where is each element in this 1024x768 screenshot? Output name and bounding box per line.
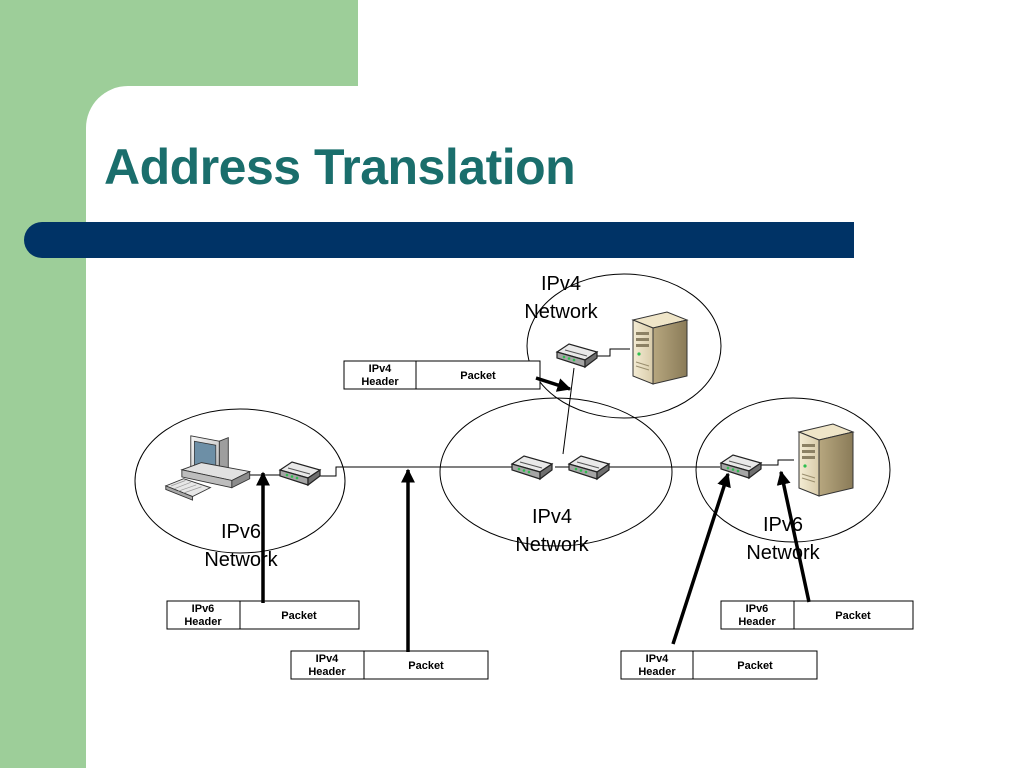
arrow-right-ipv6-packet: [776, 470, 811, 603]
router-icon: [279, 461, 321, 486]
packet-right-ipv6-header-line1: IPv6: [746, 603, 769, 615]
ipv6-network-left-zone: [134, 408, 346, 554]
packet-top: IPv4 Header Packet: [343, 360, 541, 390]
packet-right-ipv6: IPv6 Header Packet: [720, 600, 914, 630]
title-underline-bar: [24, 222, 854, 258]
network-label-top-line1: IPv4: [541, 273, 581, 295]
packet-right-ipv4-header-line1: IPv4: [646, 653, 670, 665]
packet-right-ipv4: IPv4 Header Packet: [620, 650, 818, 680]
packet-top-payload: Packet: [460, 370, 496, 382]
router-icon: [511, 455, 553, 480]
network-label-left-line1: IPv6: [221, 521, 261, 543]
packet-top-header-line1: IPv4: [369, 363, 393, 375]
packet-right-ipv4-header-line2: Header: [638, 666, 676, 678]
packet-left: IPv6 Header Packet: [166, 600, 360, 630]
server-tower-icon: [798, 423, 854, 497]
arrow-top-packet: [535, 376, 572, 392]
packet-right-ipv6-payload: Packet: [835, 610, 871, 622]
packet-middle-header-line1: IPv4: [316, 653, 340, 665]
slide-title: Address Translation: [104, 139, 576, 195]
ipv6-network-right-zone: [695, 397, 891, 543]
network-label-center-line1: IPv4: [532, 506, 572, 528]
packet-middle-payload: Packet: [408, 660, 444, 672]
packet-right-ipv6-header-line2: Header: [738, 616, 776, 628]
packet-right-ipv4-payload: Packet: [737, 660, 773, 672]
ipv4-network-top-zone: [526, 273, 722, 419]
packet-left-header-line1: IPv6: [192, 603, 215, 615]
packet-middle-header-line2: Header: [308, 666, 346, 678]
network-label-right-line1: IPv6: [763, 514, 803, 536]
content-sheet: [86, 86, 1024, 768]
network-label-right-line2: Network: [746, 542, 820, 564]
network-label-left-line2: Network: [204, 549, 278, 571]
ipv4-network-center-zone: [439, 397, 673, 547]
network-label-top-line2: Network: [524, 301, 598, 323]
packet-left-payload: Packet: [281, 610, 317, 622]
packet-middle: IPv4 Header Packet: [290, 650, 489, 680]
desktop-computer-icon: [165, 435, 251, 501]
server-tower-icon: [632, 311, 688, 385]
router-icon: [568, 455, 610, 480]
packet-left-header-line2: Header: [184, 616, 222, 628]
router-icon: [556, 343, 598, 368]
network-label-center-line2: Network: [515, 534, 589, 556]
packet-top-header-line2: Header: [361, 376, 399, 388]
arrow-right-ipv4-packet: [671, 472, 731, 645]
